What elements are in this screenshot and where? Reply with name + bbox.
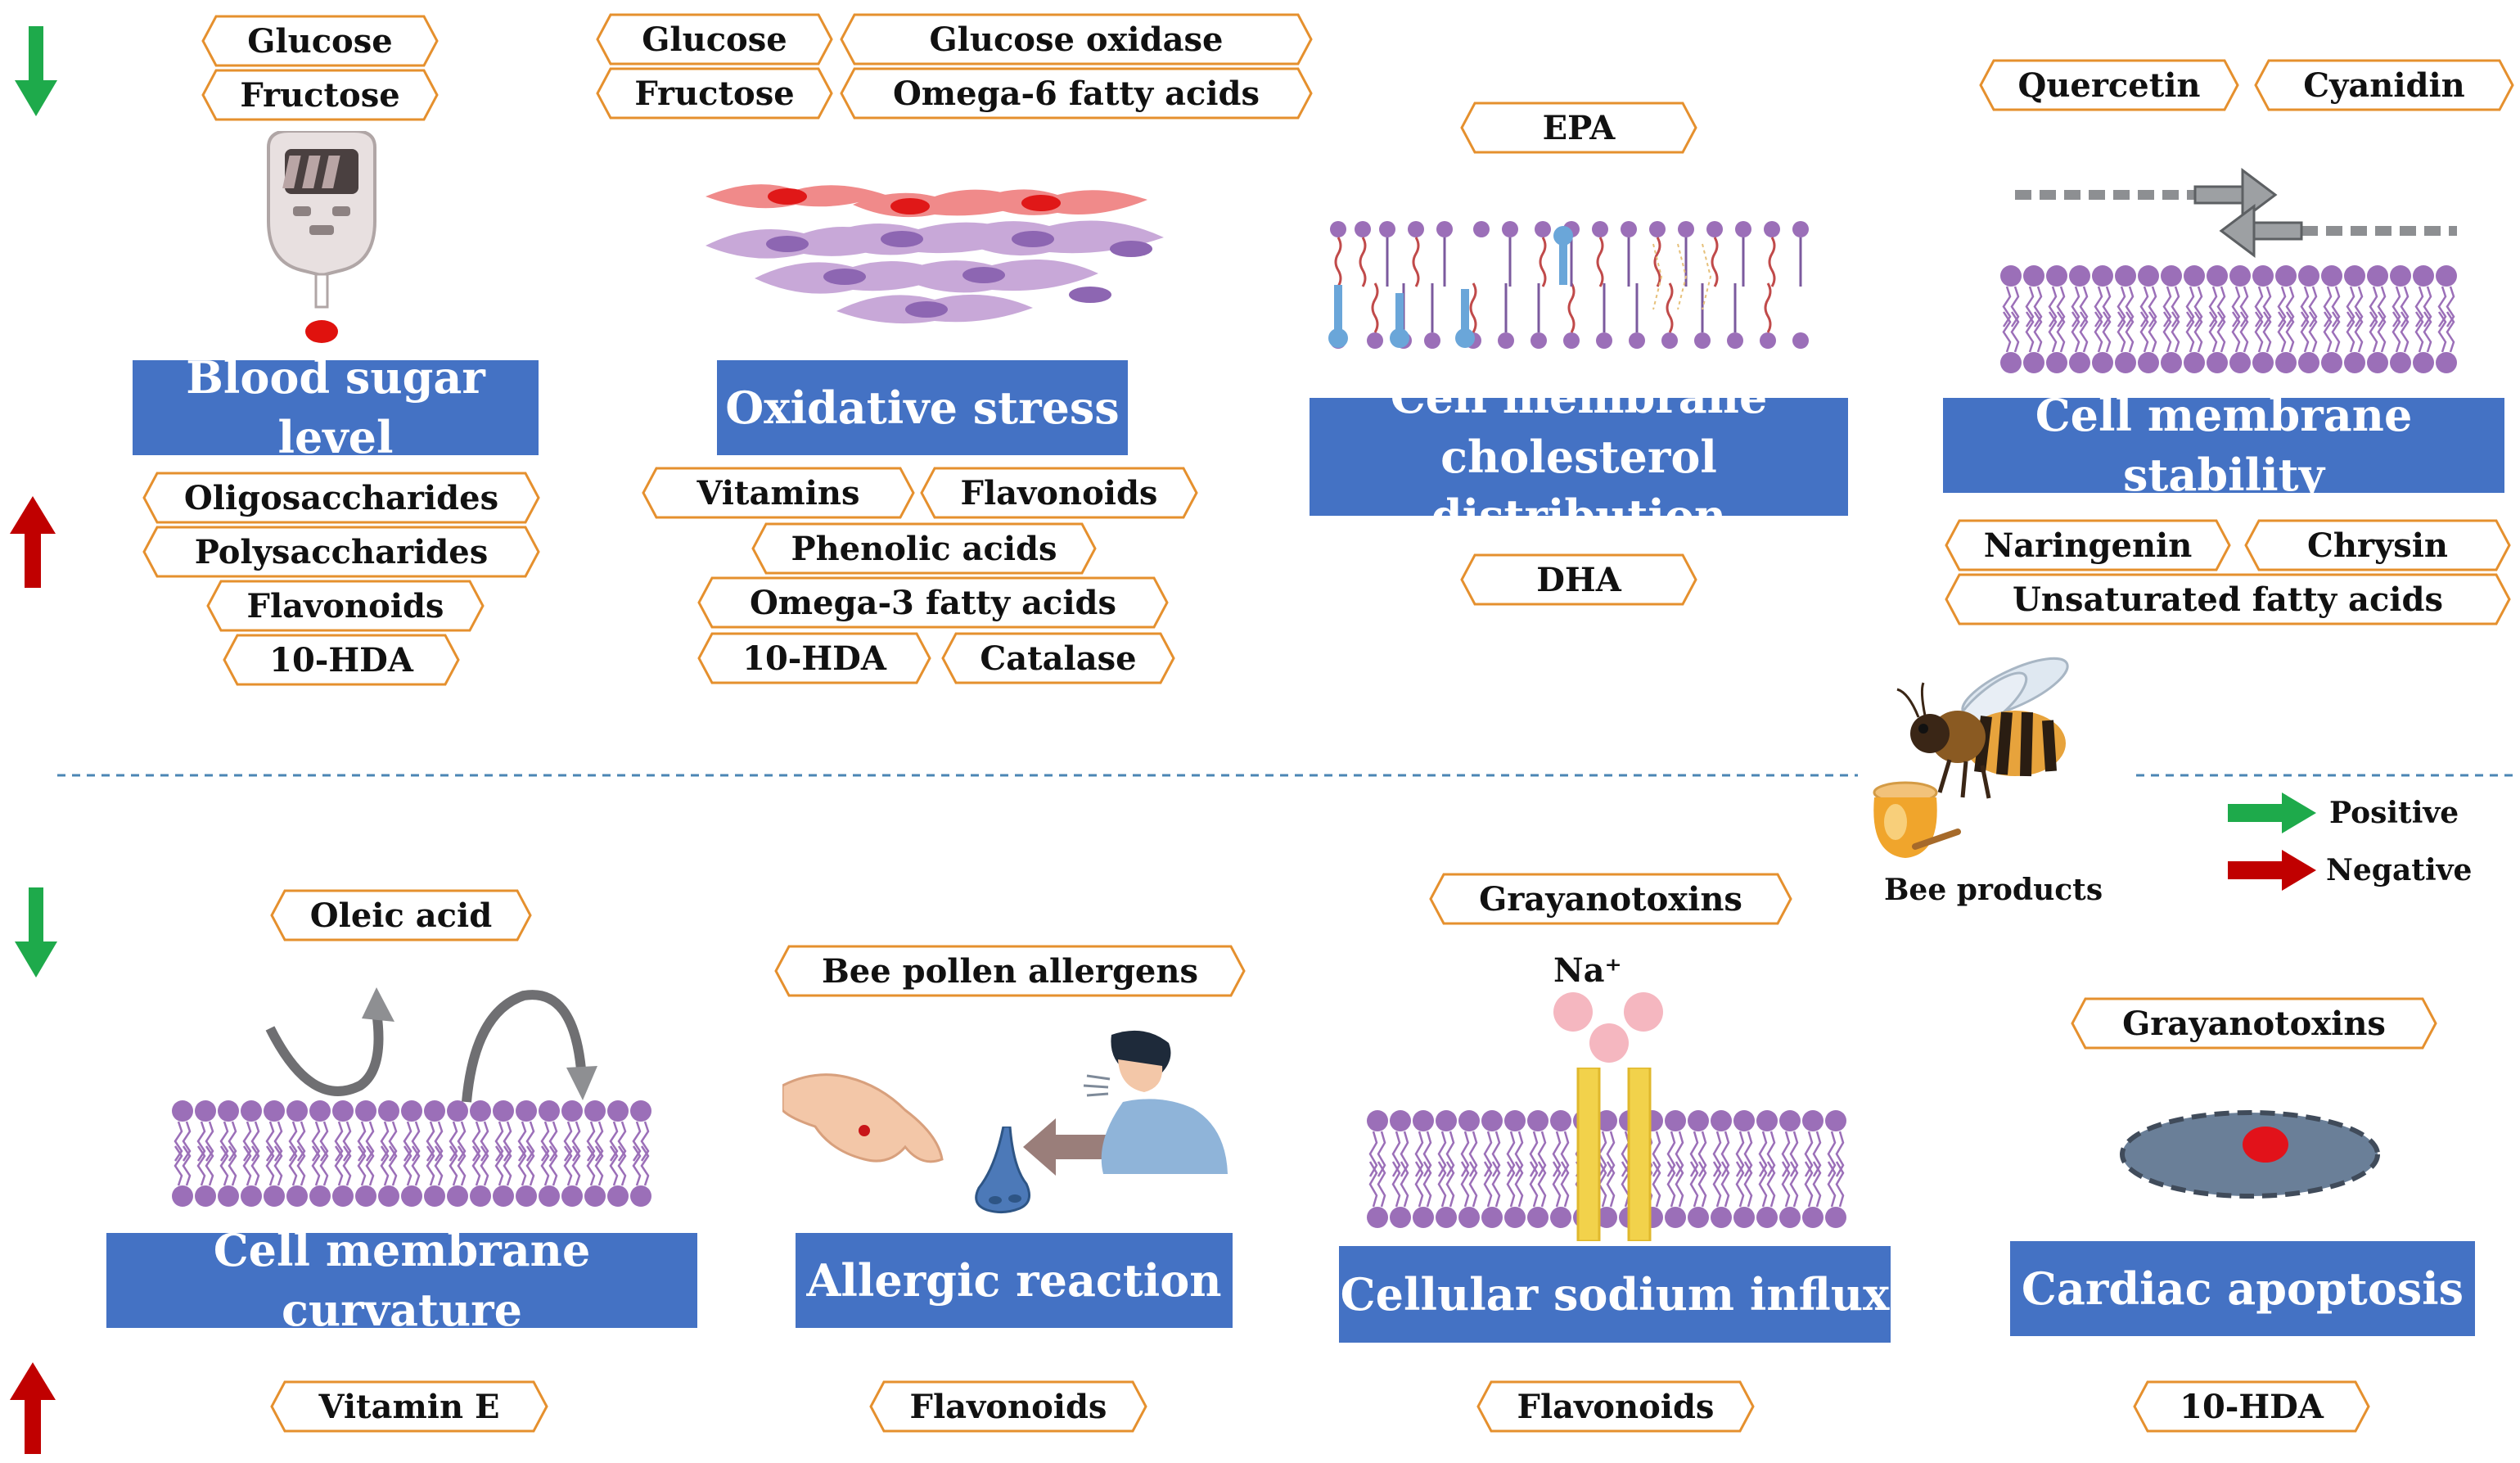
cell-icon [2120, 1110, 2380, 1199]
tag-outline [941, 632, 1175, 684]
sneezing-person-icon [1083, 1030, 1228, 1174]
panel-title: Blood sugar level [133, 351, 539, 463]
factor-tag: Cyanidin [2254, 59, 2514, 111]
factor-tag: Omega-6 fatty acids [840, 67, 1313, 120]
tag-outline [1979, 59, 2239, 111]
factor-tag: Glucose [596, 13, 833, 65]
panel-title: Oxidative stress [717, 360, 1128, 455]
sodium-ions-icon [1553, 992, 1663, 1063]
tag-outline [223, 634, 460, 686]
negative-legend-arrow-icon [2228, 850, 2316, 891]
lipid-membrane-icon [1367, 1110, 1846, 1228]
factor-tag: 10-HDA [2133, 1380, 2370, 1433]
factor-tag: Oleic acid [270, 889, 532, 941]
positive-arrow-icon [10, 1362, 56, 1454]
positive-arrow-icon [10, 496, 56, 588]
section-divider [57, 774, 2513, 777]
cells-icon [706, 184, 1164, 324]
tag-outline [840, 13, 1313, 65]
panel-title: Allergic reaction [796, 1233, 1233, 1328]
tag-outline [270, 889, 532, 941]
factor-tag: Flavonoids [869, 1380, 1147, 1433]
factor-tag: 10-HDA [697, 632, 931, 684]
negative-arrow-icon [15, 26, 57, 116]
legend-positive: Positive [2329, 796, 2459, 830]
tag-outline [840, 67, 1313, 120]
tag-outline [142, 472, 540, 524]
panel-title: Cardiac apoptosis [2010, 1241, 2475, 1336]
curved-arrows-icon [265, 987, 597, 1103]
negative-arrow-icon [15, 887, 57, 978]
factor-tag: Grayanotoxins [1429, 873, 1792, 925]
factor-tag: Fructose [201, 69, 439, 121]
factor-tag: Grayanotoxins [2071, 997, 2437, 1050]
tag-outline [2071, 997, 2437, 1050]
tag-outline [1945, 573, 2511, 625]
lipid-membrane-icon [172, 1100, 651, 1207]
tag-outline [920, 467, 1198, 519]
factor-tag: Flavonoids [206, 580, 485, 632]
nose-icon [975, 1127, 1031, 1214]
tag-outline [2244, 519, 2511, 571]
tag-outline [2254, 59, 2514, 111]
factor-tag: Fructose [596, 67, 833, 120]
tag-outline [1460, 102, 1697, 154]
tag-outline [596, 67, 833, 120]
tag-outline [2133, 1380, 2370, 1433]
factor-tag: Glucose [201, 15, 439, 67]
hand-icon [782, 1073, 944, 1163]
tag-outline [1429, 873, 1792, 925]
factor-tag: DHA [1460, 553, 1697, 606]
tag-outline [1476, 1380, 1755, 1433]
panel-title: Cellular sodium influx [1339, 1246, 1891, 1343]
panel-title: Cell membrane stability [1943, 389, 2504, 501]
factor-tag: Naringenin [1945, 519, 2231, 571]
positive-legend-arrow-icon [2228, 792, 2316, 833]
factor-tag: Glucose oxidase [840, 13, 1313, 65]
legend-bee-products: Bee products [1884, 873, 2103, 907]
factor-tag: Vitamins [642, 467, 915, 519]
factor-tag: Flavonoids [1476, 1380, 1755, 1433]
tag-outline [201, 15, 439, 67]
tag-outline [642, 467, 915, 519]
tag-outline [1945, 519, 2231, 571]
tag-outline [596, 13, 833, 65]
tag-outline [270, 1380, 548, 1433]
factor-tag: Quercetin [1979, 59, 2239, 111]
compression-arrows-icon [2015, 168, 2457, 258]
factor-tag: Phenolic acids [751, 522, 1097, 575]
left-arrow-icon [1023, 1118, 1111, 1176]
panel-title: Cell membrane curvature [106, 1224, 697, 1336]
tag-outline [774, 945, 1246, 997]
tag-outline [869, 1380, 1147, 1433]
tag-outline [751, 522, 1097, 575]
legend-negative: Negative [2326, 853, 2473, 887]
lipid-membrane-icon [2000, 265, 2457, 373]
tag-outline [1460, 553, 1697, 606]
factor-tag: Vitamin E [270, 1380, 548, 1433]
honey-pot-icon [1873, 781, 1961, 858]
tag-outline [201, 69, 439, 121]
factor-tag: Omega-3 fatty acids [697, 576, 1169, 629]
panel-title: Cell membrane cholesterol distribution [1310, 371, 1848, 542]
tag-outline [206, 580, 485, 632]
bee-icon [1896, 657, 2069, 799]
factor-tag: Flavonoids [920, 467, 1198, 519]
factor-tag: 10-HDA [223, 634, 460, 686]
tag-outline [142, 526, 540, 578]
factor-tag: Bee pollen allergens [774, 945, 1246, 997]
factor-tag: EPA [1460, 102, 1697, 154]
glucometer-icon [267, 131, 376, 343]
factor-tag: Polysaccharides [142, 526, 540, 578]
tag-outline [697, 576, 1169, 629]
factor-tag: Unsaturated fatty acids [1945, 573, 2511, 625]
ion-label: Na⁺ [1553, 951, 1622, 990]
lipid-membrane-icon [1328, 221, 1809, 349]
tag-outline [697, 632, 931, 684]
factor-tag: Oligosaccharides [142, 472, 540, 524]
factor-tag: Chrysin [2244, 519, 2511, 571]
factor-tag: Catalase [941, 632, 1175, 684]
ion-channel-icon [1576, 1068, 1652, 1241]
